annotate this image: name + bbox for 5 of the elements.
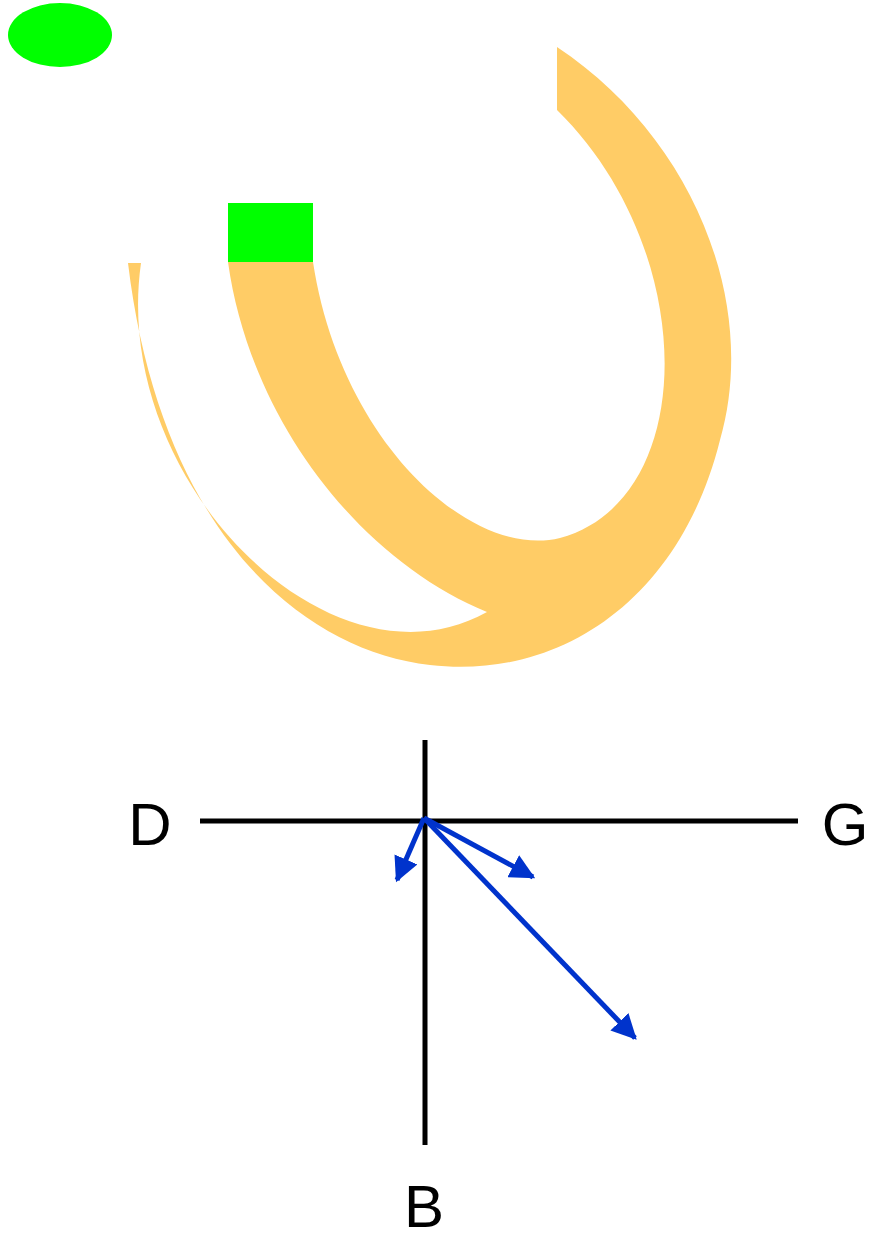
- axis-label: D: [128, 795, 172, 855]
- ellipse-marker: [8, 3, 112, 67]
- axis-label: B: [404, 1177, 444, 1234]
- block-marker: [228, 203, 313, 262]
- axis-label: G: [821, 795, 869, 855]
